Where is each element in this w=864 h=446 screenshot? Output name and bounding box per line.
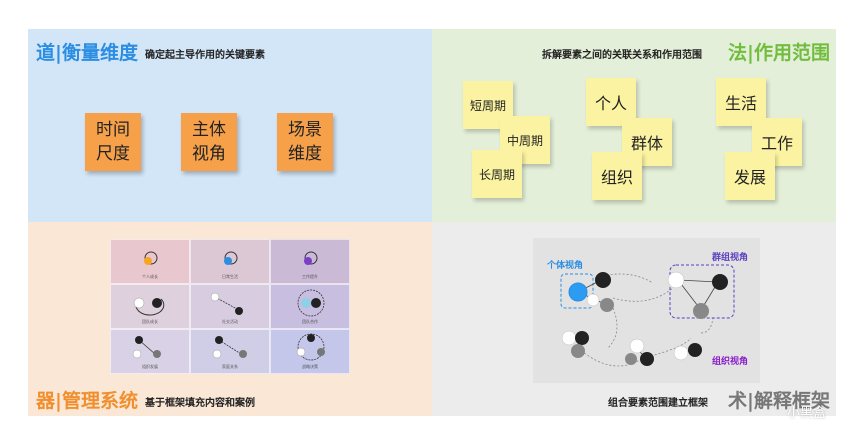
note-line: 场景 — [288, 120, 322, 140]
sticky-note-long-cycle: 长周期 — [472, 150, 522, 198]
grid-cell-caption: 工作提升 — [302, 274, 318, 279]
management-system-grid: 个人成长 日常生活 工作提升 团队成长 社交活动 — [110, 239, 350, 374]
grid-cell-caption: 团队成长 — [142, 319, 158, 324]
org-cycle-icon — [296, 333, 325, 361]
shu-subtitle: 组合要素范围建立框架 — [608, 398, 708, 409]
individual-view-label: 个体视角 — [547, 261, 584, 271]
fa-subtitle: 拆解要素之间的关联关系和作用范围 — [542, 50, 702, 61]
fa-title: 法|作用范围 — [728, 42, 830, 64]
cycle-icon — [144, 251, 158, 265]
sticky-note-scene-dimension: 场景维度 — [277, 113, 333, 171]
org-flow-icon — [132, 336, 161, 359]
network-diagram — [560, 264, 735, 367]
sticky-note-organization: 组织 — [592, 152, 642, 200]
grid-cell: 日常生活 — [190, 239, 270, 284]
framework-network — [533, 238, 760, 383]
grid-cell: 个人成长 — [110, 239, 190, 284]
note-line: 尺度 — [96, 144, 130, 164]
grid-cell-caption: 战略决策 — [302, 364, 318, 369]
grid-cell: 团队合作 — [270, 284, 350, 329]
grid-cell-caption: 团队合作 — [302, 319, 318, 324]
grid-cell-caption: 个人成长 — [142, 274, 158, 279]
organization-view-label: 组织视角 — [712, 357, 749, 367]
note-line: 主体 — [192, 120, 226, 140]
group-cycle-icon — [297, 289, 325, 317]
cycle-icon — [304, 251, 318, 265]
dao-subtitle: 确定起主导作用的关键要素 — [145, 50, 265, 61]
pair-link-icon — [210, 292, 243, 315]
grid-cell-caption: 日常生活 — [222, 274, 238, 279]
note-line: 时间 — [96, 120, 130, 140]
grid-cell: 组织发展 — [110, 329, 190, 374]
group-view-label: 群组视角 — [712, 253, 749, 263]
sticky-note-time-scale: 时间尺度 — [85, 113, 141, 171]
grid-cell: 家庭关系 — [190, 329, 270, 374]
org-flow-icon — [212, 336, 247, 359]
qi-title: 器|管理系统 — [36, 390, 138, 412]
dao-title: 道|衡量维度 — [36, 42, 138, 64]
qi-subtitle: 基于框架填充内容和案例 — [145, 398, 255, 409]
grid-cell: 工作提升 — [270, 239, 350, 284]
sticky-note-work: 工作 — [752, 118, 802, 166]
pair-cycle-icon — [133, 297, 165, 316]
cycle-icon — [224, 251, 238, 265]
sticky-note-subject-view: 主体视角 — [181, 113, 237, 171]
grid-cell: 团队成长 — [110, 284, 190, 329]
grid-cell-caption: 家庭关系 — [222, 364, 238, 369]
note-line: 维度 — [288, 144, 322, 164]
grid-cell-caption: 组织发展 — [142, 364, 158, 369]
grid-cell: 战略决策 — [270, 329, 350, 374]
watermark-logo: 小黑盒 — [787, 406, 827, 421]
sticky-note-development: 发展 — [725, 152, 775, 200]
note-line: 视角 — [192, 144, 226, 164]
grid-cell: 社交活动 — [190, 284, 270, 329]
grid-cell-caption: 社交活动 — [222, 319, 238, 324]
shu-title: 术|解释框架 — [728, 390, 830, 412]
